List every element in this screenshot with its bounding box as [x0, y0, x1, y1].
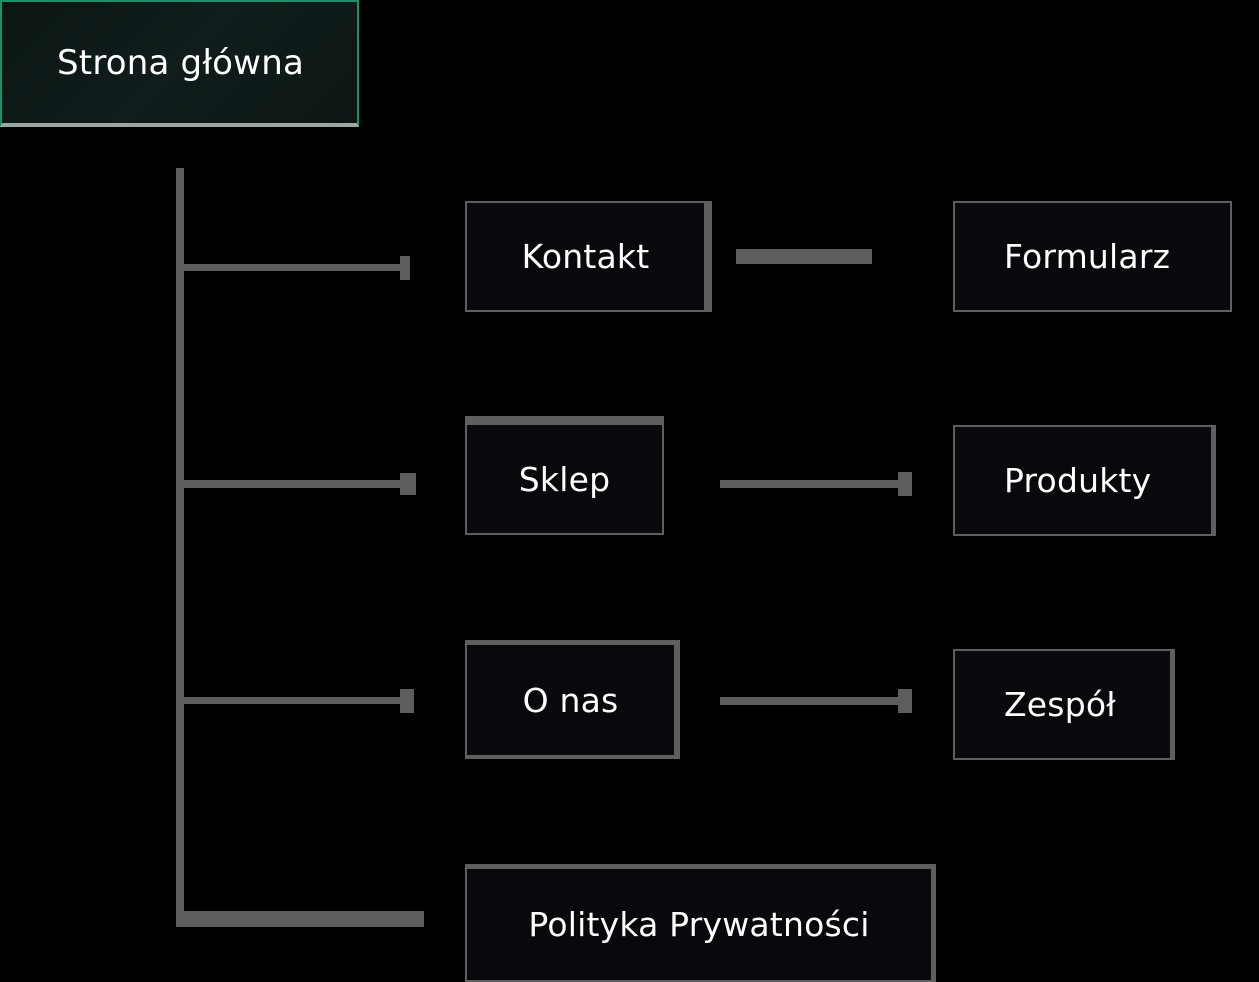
node-zespol-label: Zespół — [1004, 685, 1116, 724]
node-produkty[interactable]: Produkty — [953, 425, 1216, 536]
node-produkty-label: Produkty — [1004, 461, 1152, 500]
node-polityka-label: Polityka Prywatności — [528, 905, 870, 944]
node-sklep-label: Sklep — [518, 459, 611, 499]
connector-o-nas-to-zespol — [720, 697, 906, 705]
connector-root-to-polityka — [176, 911, 424, 927]
node-kontakt-label: Kontakt — [521, 237, 650, 276]
trunk-connector — [176, 168, 184, 926]
root-node-home[interactable]: Strona główna — [0, 0, 359, 127]
connector-root-to-sklep — [180, 480, 408, 488]
root-node-label: Strona główna — [57, 42, 304, 83]
node-kontakt[interactable]: Kontakt — [465, 201, 712, 312]
connector-root-to-o-nas — [180, 697, 408, 704]
node-polityka-prywatnosci[interactable]: Polityka Prywatności — [465, 864, 936, 982]
connector-cap-sklep — [400, 473, 416, 495]
node-o-nas-label: O nas — [522, 680, 619, 720]
node-formularz-label: Formularz — [1004, 237, 1171, 276]
node-sklep[interactable]: Sklep — [465, 416, 664, 535]
node-formularz[interactable]: Formularz — [953, 201, 1232, 312]
node-o-nas[interactable]: O nas — [465, 640, 680, 759]
connector-cap-o-nas — [400, 689, 414, 713]
connector-root-to-kontakt — [180, 264, 408, 271]
connector-cap-produkty — [898, 472, 912, 496]
connector-kontakt-to-formularz — [736, 249, 872, 264]
connector-sklep-to-produkty — [720, 480, 906, 488]
connector-cap-kontakt — [400, 256, 410, 280]
node-zespol[interactable]: Zespół — [953, 649, 1175, 760]
connector-cap-zespol — [898, 689, 912, 713]
